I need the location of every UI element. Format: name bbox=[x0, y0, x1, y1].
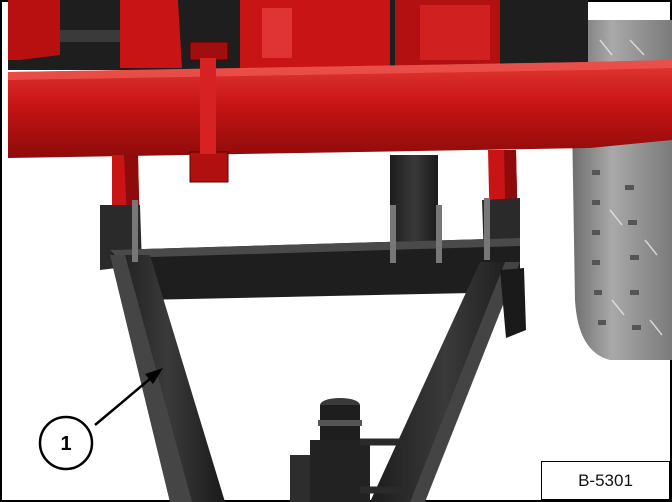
figure-label: B-5301 bbox=[541, 461, 670, 500]
hitch-frame bbox=[100, 198, 526, 502]
callout-circle bbox=[38, 415, 94, 471]
jack bbox=[290, 398, 409, 502]
callout-arrowhead bbox=[145, 368, 163, 384]
callout-leader bbox=[94, 372, 158, 426]
callout-number: 1 bbox=[60, 433, 71, 455]
